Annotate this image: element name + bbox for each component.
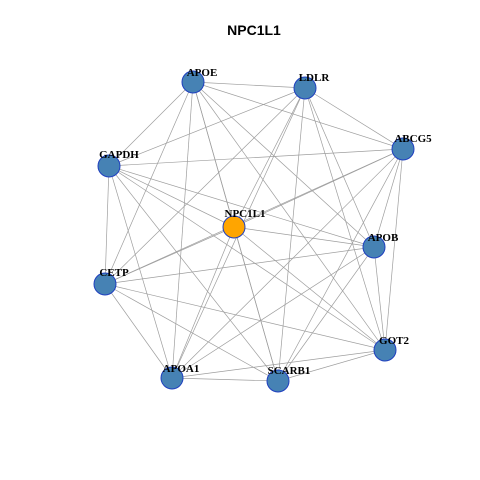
node-cetp[interactable] <box>93 272 117 296</box>
node-gapdh[interactable] <box>97 154 121 178</box>
edge-abcg5-apob <box>373 148 404 248</box>
edge-gapdh-cetp <box>104 165 110 285</box>
edge-npc1l1-gapdh <box>108 165 235 228</box>
edge-ldlr-gapdh <box>108 87 306 167</box>
node-label-cetp: CETP <box>99 267 129 279</box>
edge-got2-apoa1 <box>171 349 386 379</box>
edge-abcg5-cetp <box>104 148 404 285</box>
edge-ldlr-scarb1 <box>277 87 306 382</box>
node-got2[interactable] <box>373 338 397 362</box>
edge-cetp-got2 <box>104 283 386 351</box>
edge-ldlr-cetp <box>104 87 306 285</box>
node-apob[interactable] <box>362 235 386 259</box>
edge-apob-cetp <box>104 246 375 285</box>
edge-apoe-apoa1 <box>171 81 194 379</box>
edge-ldlr-apob <box>304 87 375 248</box>
edge-ldlr-got2 <box>304 87 386 351</box>
edge-gapdh-apob <box>108 165 375 248</box>
edge-apoe-cetp <box>104 81 194 285</box>
graph-title: NPC1L1 <box>227 22 281 38</box>
edge-npc1l1-ldlr <box>233 87 306 228</box>
edge-apoe-got2 <box>192 81 386 351</box>
edge-apoe-gapdh <box>108 81 194 167</box>
node-label-gapdh: GAPDH <box>99 149 139 161</box>
edge-gapdh-apoa1 <box>108 165 173 379</box>
edge-gapdh-scarb1 <box>108 165 279 382</box>
edge-abcg5-scarb1 <box>277 148 404 382</box>
edge-gapdh-got2 <box>108 165 386 351</box>
node-abcg5[interactable] <box>391 137 415 161</box>
node-label-scarb1: SCARB1 <box>268 365 311 377</box>
edge-abcg5-got2 <box>384 148 404 351</box>
node-scarb1[interactable] <box>266 369 290 393</box>
node-layer <box>93 70 415 393</box>
edge-npc1l1-apoa1 <box>171 226 235 379</box>
edge-abcg5-apoa1 <box>171 148 404 379</box>
edge-abcg5-gapdh <box>108 148 404 167</box>
node-label-abcg5: ABCG5 <box>394 133 432 145</box>
node-ldlr[interactable] <box>293 76 317 100</box>
edge-apoe-ldlr <box>192 81 306 89</box>
edge-cetp-scarb1 <box>104 283 279 382</box>
edge-apoe-apob <box>192 81 375 248</box>
edge-layer <box>104 81 404 382</box>
edge-apob-apoa1 <box>171 246 375 379</box>
edge-cetp-apoa1 <box>104 283 173 379</box>
edge-apoa1-scarb1 <box>171 377 279 382</box>
edge-ldlr-abcg5 <box>304 87 404 150</box>
node-label-apob: APOB <box>368 232 399 244</box>
edge-got2-scarb1 <box>277 349 386 382</box>
edge-apob-scarb1 <box>277 246 375 382</box>
edge-apoe-abcg5 <box>192 81 404 150</box>
node-label-apoa1: APOA1 <box>163 363 200 375</box>
node-label-ldlr: LDLR <box>299 72 331 84</box>
edge-apob-got2 <box>373 246 386 351</box>
node-npc1l1[interactable] <box>222 215 246 239</box>
node-apoe[interactable] <box>181 70 205 94</box>
node-label-got2: GOT2 <box>379 335 409 347</box>
node-label-apoe: APOE <box>187 67 218 79</box>
node-label-npc1l1: NPC1L1 <box>225 208 266 220</box>
node-apoa1[interactable] <box>160 366 184 390</box>
